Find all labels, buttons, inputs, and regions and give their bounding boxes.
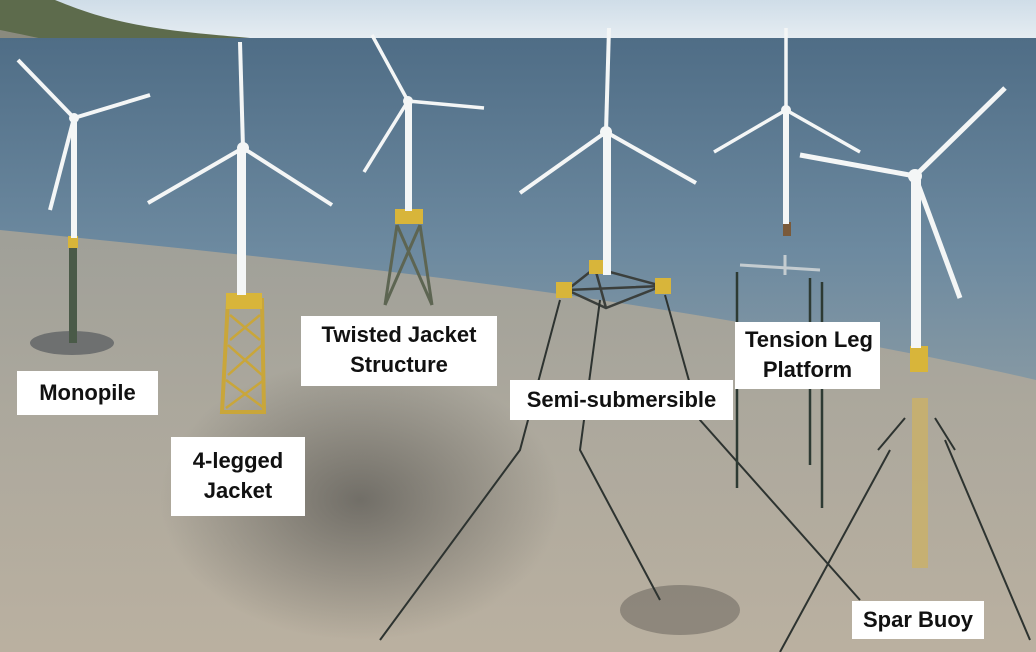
label-monopile: Monopile [17, 371, 158, 415]
label-monopile-line1: Monopile [39, 380, 136, 405]
seabed-trench [160, 360, 560, 640]
label-spar-buoy: Spar Buoy [852, 601, 984, 639]
label-four-legged-jacket-line2: Jacket [203, 478, 273, 503]
label-semi-submersible-line1: Semi-submersible [526, 387, 717, 412]
spar-buoy-turbine [779, 86, 1031, 652]
label-tension-leg-line1: Tension Leg [745, 327, 873, 352]
label-twisted-jacket-line2: Structure [350, 352, 448, 377]
label-semi-submersible: Semi-submersible [510, 380, 733, 420]
monopile-turbine [16, 58, 151, 355]
label-twisted-jacket: Twisted Jacket Structure [301, 316, 497, 386]
semi-submersible-turbine [379, 27, 861, 641]
twisted-jacket-turbine [362, 34, 485, 306]
label-four-legged-jacket-line1: 4-legged [192, 448, 284, 473]
label-four-legged-jacket: 4-legged Jacket [171, 437, 305, 516]
label-tension-leg-line2: Platform [762, 357, 853, 382]
label-twisted-jacket-line1: Twisted Jacket [321, 322, 477, 347]
label-tension-leg: Tension Leg Platform [735, 322, 880, 389]
label-spar-buoy-line1: Spar Buoy [862, 607, 974, 632]
four-legged-jacket-turbine [146, 41, 334, 414]
